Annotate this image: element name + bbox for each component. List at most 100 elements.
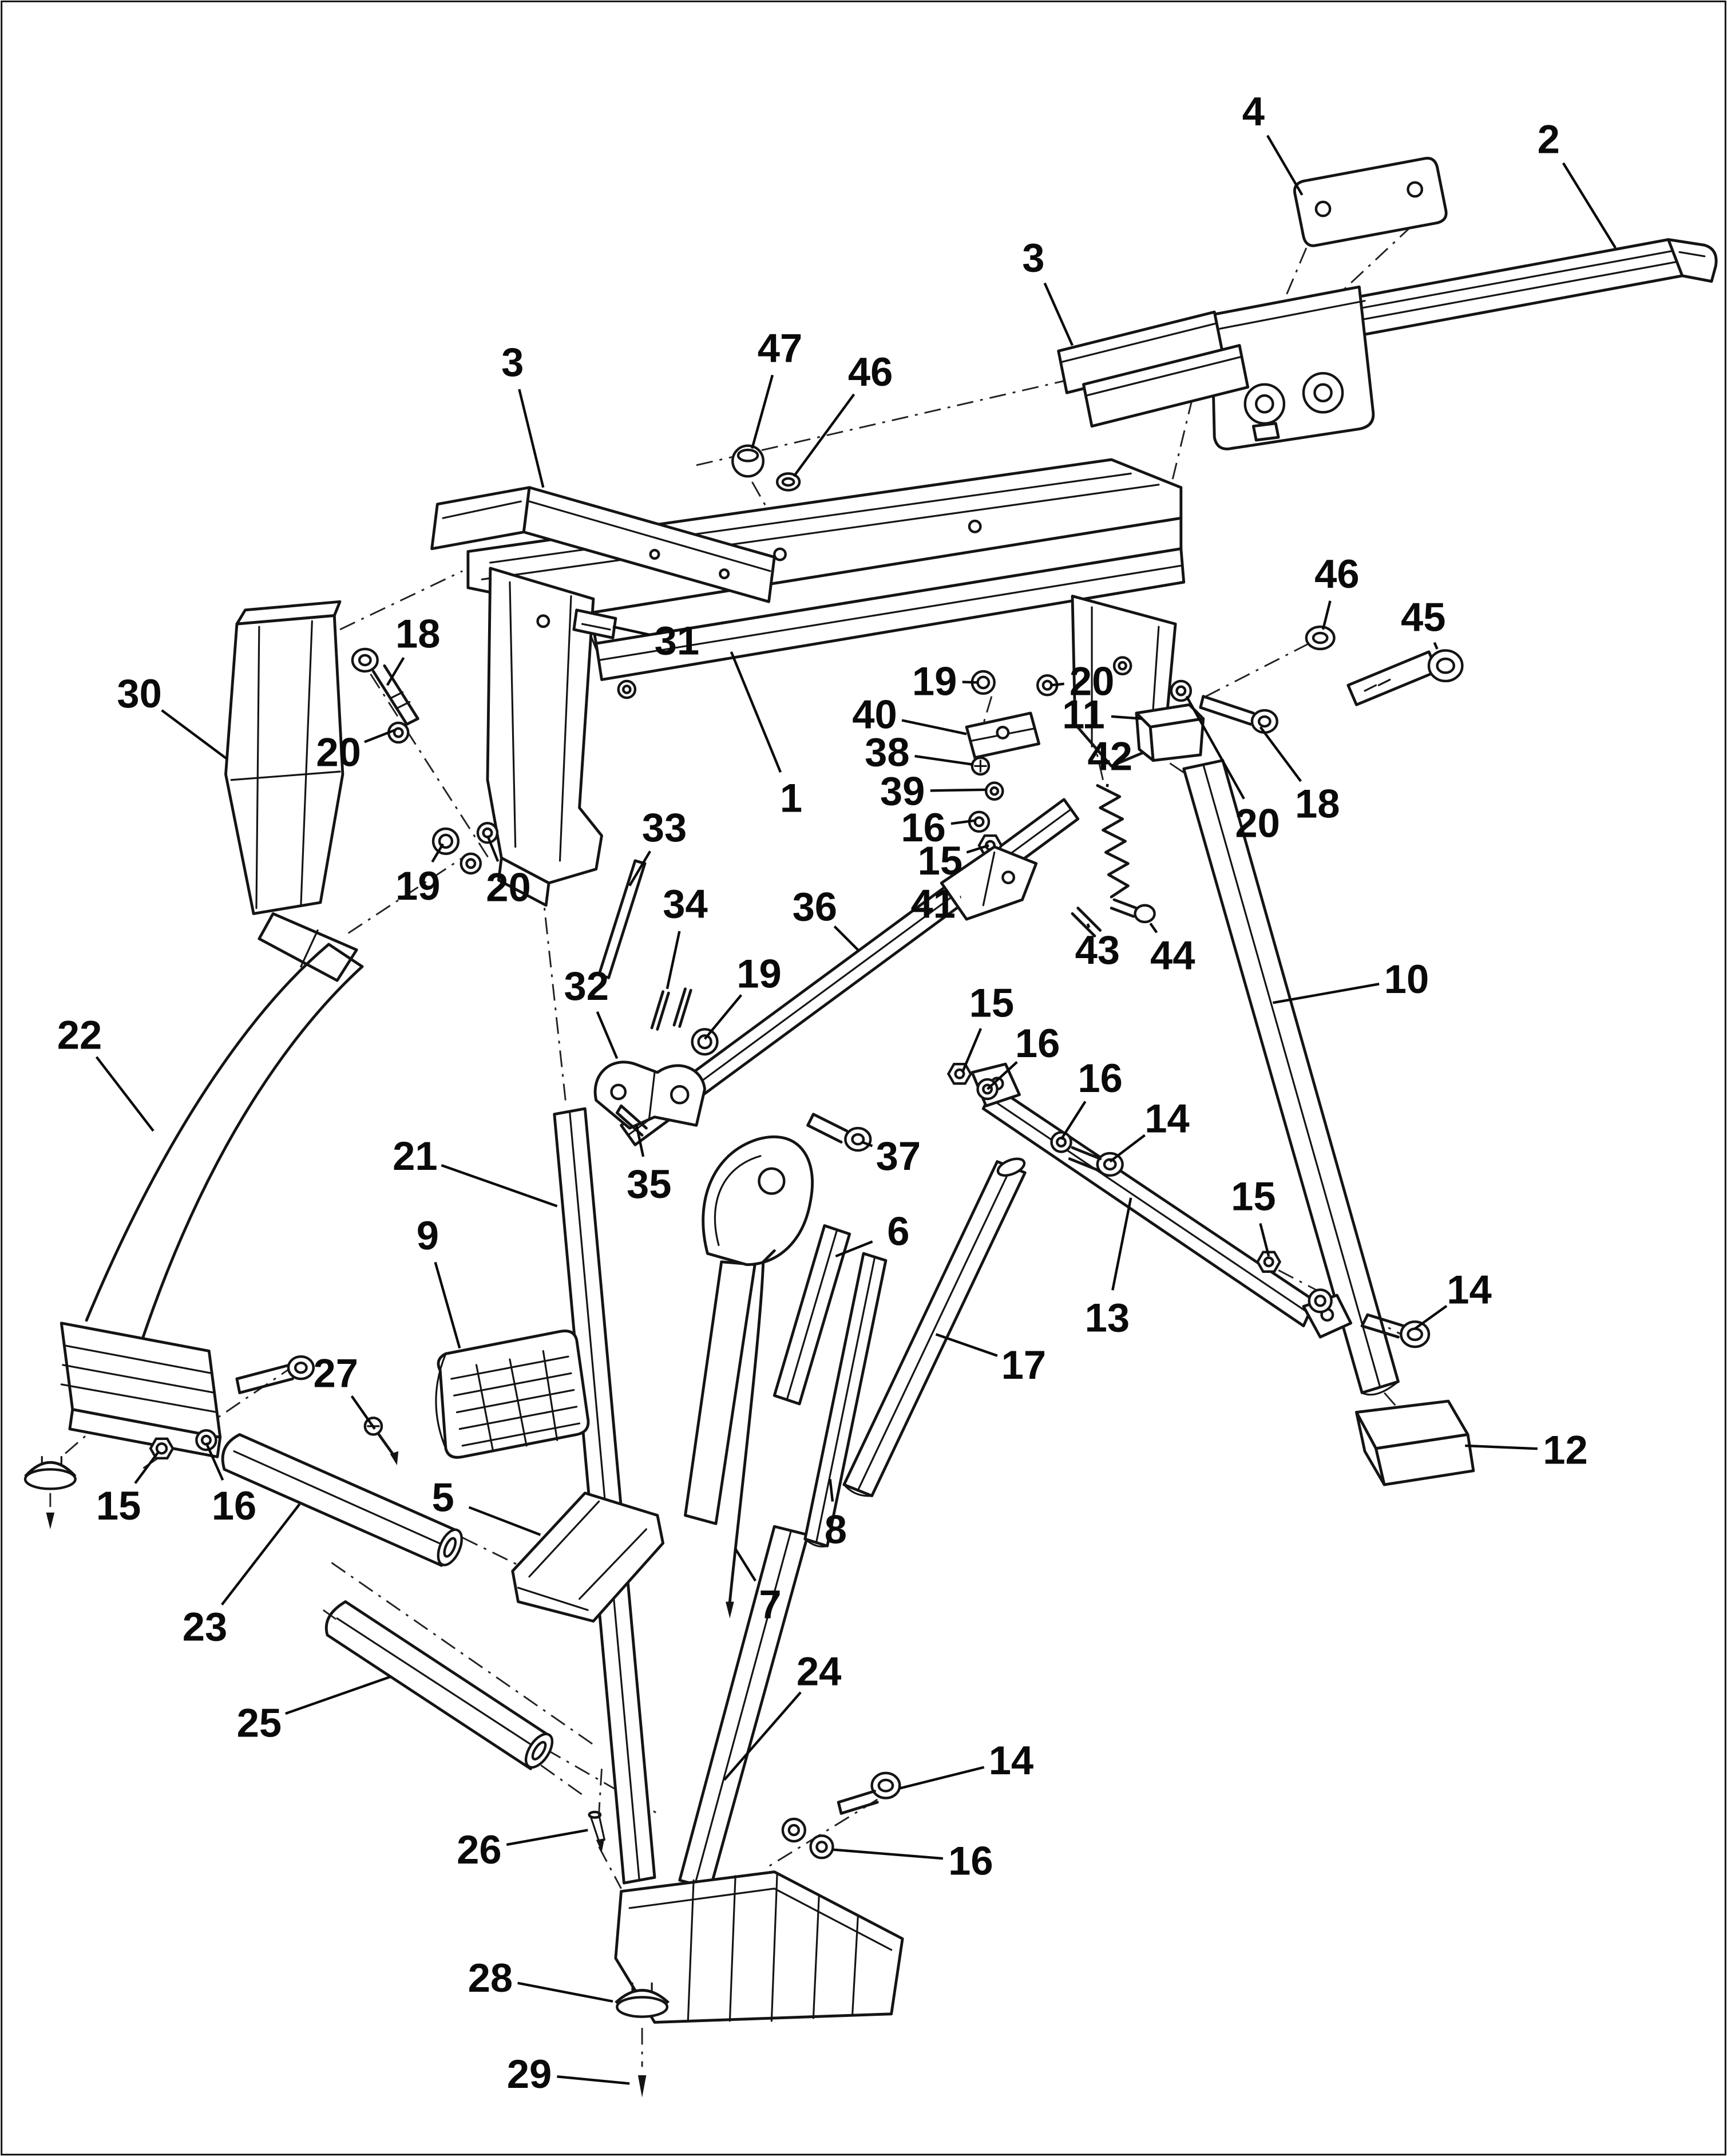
hardware-bottom-foot: [781, 1771, 901, 1860]
callout-label-23: 23: [183, 1604, 228, 1649]
callout-leader-14: [899, 1766, 985, 1790]
part-3-right-jaw-board: [1057, 310, 1250, 428]
callout-leader-16: [987, 1061, 1018, 1090]
callout-label-18: 18: [1295, 781, 1340, 826]
callout-leader-3: [518, 389, 545, 488]
callout-leader-15: [961, 1028, 983, 1073]
callout-leader-5: [468, 1506, 541, 1536]
callout-label-15: 15: [969, 980, 1015, 1025]
part-8-tube: [803, 1252, 888, 1548]
callout-label-39: 39: [880, 769, 925, 814]
part-11-cap: [1135, 703, 1205, 762]
bolt-37: [806, 1113, 872, 1152]
callout-leader-46: [1321, 600, 1332, 630]
part-42-spring: [1096, 784, 1130, 899]
callout-label-3: 3: [1022, 235, 1044, 280]
callout-label-7: 7: [759, 1582, 781, 1627]
callout-label-31: 31: [655, 618, 700, 663]
callout-label-16: 16: [948, 1838, 993, 1883]
part-left-column: [486, 567, 637, 907]
callout-leader-10: [1273, 983, 1380, 1004]
part-44-bolt-head: [1134, 904, 1156, 924]
callout-label-19: 19: [912, 658, 957, 703]
part-10-right-leg: [1182, 759, 1400, 1396]
callout-label-20: 20: [486, 864, 530, 909]
callout-label-18: 18: [395, 611, 441, 656]
callout-label-15: 15: [918, 838, 963, 883]
callout-label-20: 20: [1070, 658, 1115, 703]
callout-label-16: 16: [1015, 1020, 1060, 1066]
callout-leader-8: [829, 1479, 834, 1502]
callout-label-36: 36: [793, 884, 837, 929]
callout-label-26: 26: [457, 1827, 501, 1872]
callout-label-35: 35: [627, 1161, 672, 1206]
callout-label-41: 41: [910, 881, 956, 927]
hardware-right-pivot: [1170, 625, 1464, 734]
part-swing-arm-housing: [684, 1135, 814, 1525]
hardware-left-foot: [149, 1355, 315, 1460]
callout-label-19: 19: [395, 863, 441, 908]
callout-label-3: 3: [501, 339, 524, 385]
part-27-screw: [363, 1417, 399, 1466]
bolt-45-shaft: [1346, 650, 1439, 706]
callout-label-46: 46: [848, 349, 893, 394]
callout-leader-20: [486, 835, 500, 862]
callout-leader-17: [935, 1333, 998, 1357]
callout-leader-18: [386, 656, 405, 686]
callout-label-38: 38: [865, 729, 910, 774]
callout-label-40: 40: [852, 692, 897, 737]
part-2-roller-bracket: [1210, 285, 1375, 450]
part-47-knob: [731, 444, 765, 478]
callout-label-33: 33: [642, 805, 687, 850]
callout-leader-19: [962, 681, 978, 684]
callout-leader-9: [434, 1261, 461, 1349]
part-4-plate: [1293, 157, 1448, 247]
callout-leader-22: [95, 1056, 155, 1132]
callout-label-30: 30: [117, 671, 161, 716]
callout-leader-21: [441, 1164, 558, 1208]
callout-leader-33: [628, 850, 652, 887]
callout-label-6: 6: [887, 1209, 909, 1254]
part-6-tube: [773, 1224, 851, 1406]
part-12-foot-cap: [1355, 1399, 1475, 1486]
callout-leader-1: [730, 651, 782, 773]
callout-label-11: 11: [1062, 692, 1105, 737]
callout-leader-26: [506, 1829, 588, 1846]
callout-label-27: 27: [313, 1351, 358, 1396]
callout-leader-23: [220, 1503, 301, 1606]
part-7-rod: [726, 1249, 776, 1619]
callout-label-12: 12: [1543, 1427, 1588, 1473]
callout-label-16: 16: [212, 1483, 257, 1528]
part-21-center-leg: [553, 1107, 656, 1885]
callout-leader-35: [635, 1125, 645, 1157]
callout-label-15: 15: [1231, 1174, 1276, 1219]
part-17-tube: [842, 1157, 1027, 1497]
callout-label-16: 16: [901, 805, 946, 850]
callout-label-46: 46: [1314, 551, 1360, 596]
part-31-clip: [572, 608, 617, 650]
callout-label-22: 22: [57, 1012, 102, 1057]
part-43-pin: [1076, 907, 1102, 932]
callout-leader-40: [901, 719, 967, 735]
callout-label-42: 42: [1087, 734, 1132, 779]
callout-leader-6: [835, 1240, 873, 1258]
callout-leader-38: [914, 754, 974, 766]
part-5-bracket: [511, 1492, 665, 1623]
hardware-brace-13: [946, 1062, 1431, 1348]
callout-label-16: 16: [1078, 1055, 1123, 1101]
callout-leader-39: [930, 788, 987, 792]
callout-leader-25: [285, 1675, 391, 1715]
callout-label-8: 8: [825, 1506, 847, 1552]
callout-label-14: 14: [989, 1738, 1034, 1783]
part-1-top-beam: [466, 458, 1186, 681]
callout-label-17: 17: [1001, 1342, 1046, 1387]
callout-label-45: 45: [1401, 594, 1446, 639]
callout-leader-18: [1259, 726, 1302, 782]
left-foot-arrow: [46, 1512, 55, 1529]
callout-leader-20: [1185, 695, 1245, 800]
callout-leader-47: [751, 374, 774, 449]
